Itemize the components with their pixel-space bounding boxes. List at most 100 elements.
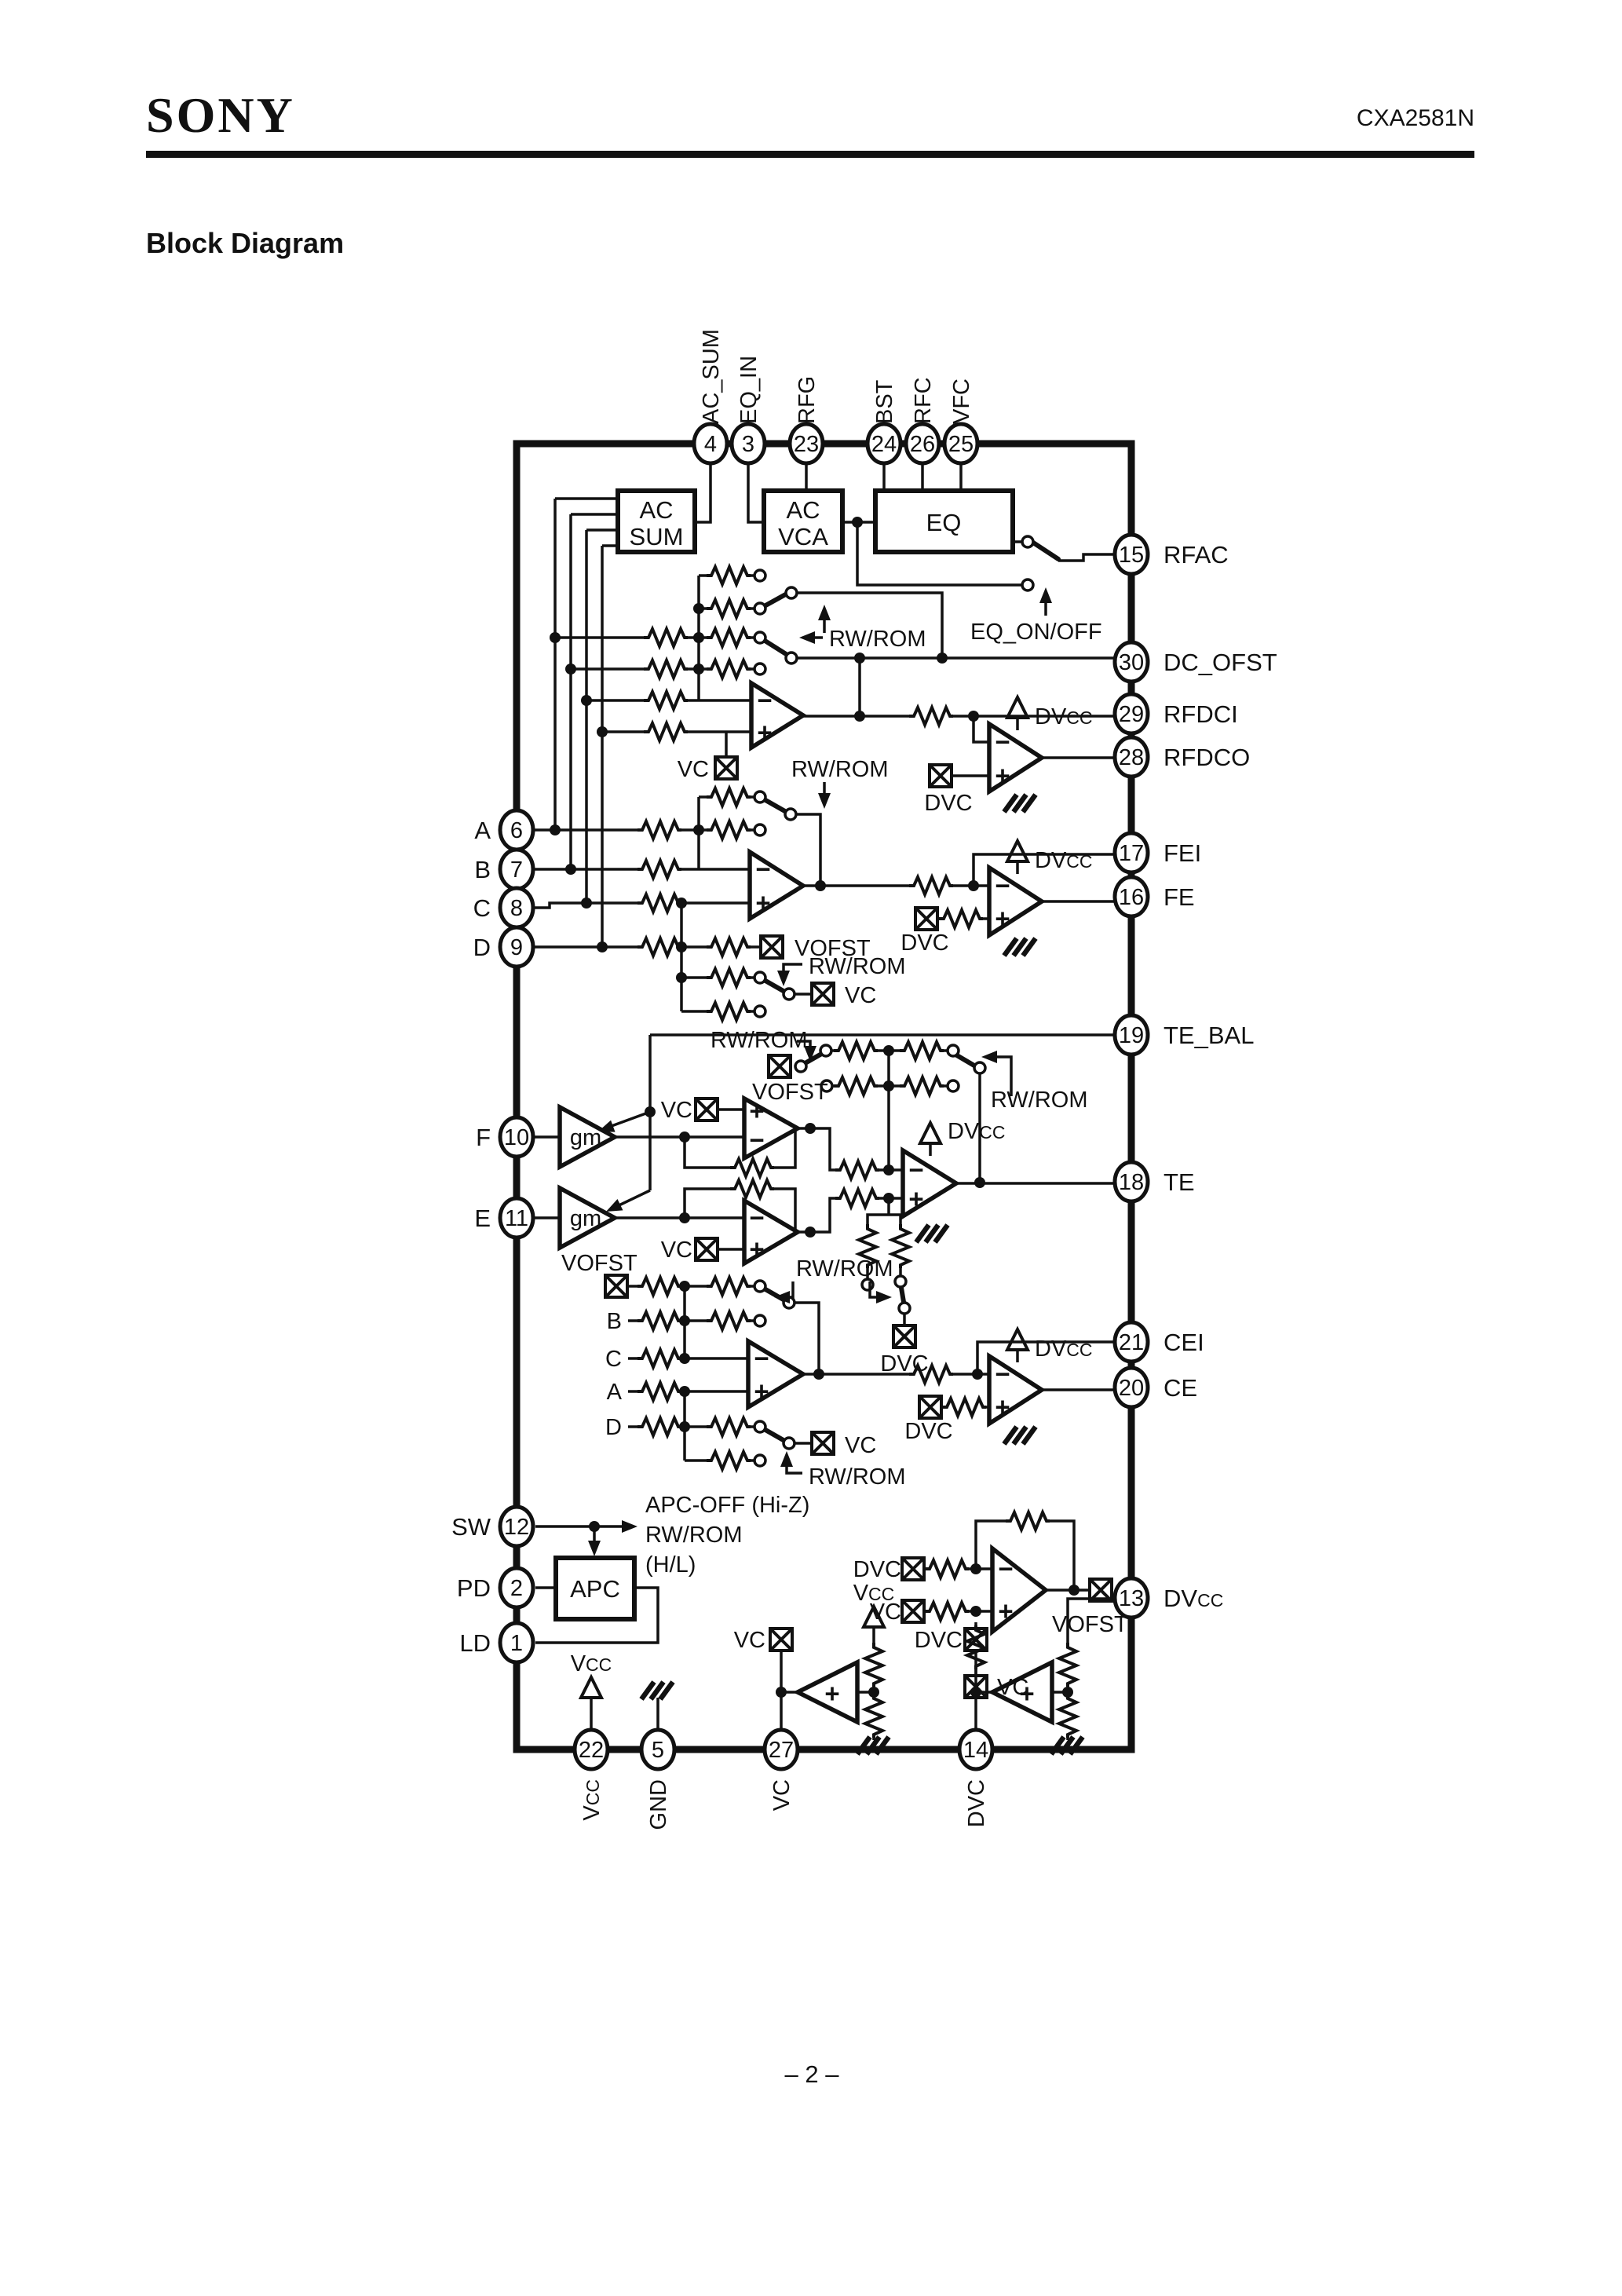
resistor xyxy=(705,1417,752,1437)
gm-label: gm xyxy=(570,1206,601,1231)
pin-number: 14 xyxy=(963,1738,988,1763)
pin-number: 9 xyxy=(510,935,523,960)
resistor xyxy=(705,1450,752,1471)
minus-input: − xyxy=(995,727,1010,756)
pin-number: 16 xyxy=(1119,885,1144,910)
ground-icon xyxy=(1004,1427,1036,1444)
dv-text: DV xyxy=(948,1119,980,1144)
pin-number: 6 xyxy=(510,818,523,843)
rw-rom-label: RW/ROM xyxy=(809,1464,906,1490)
pin-number: 2 xyxy=(510,1576,523,1601)
vc-label: VC xyxy=(734,1628,765,1653)
dv-text: DV xyxy=(1035,848,1067,873)
svg-text:DVCC: DVCC xyxy=(1035,1336,1093,1362)
op-amp-vofst-gen: − + xyxy=(990,1544,1050,1636)
minus-input: − xyxy=(749,1203,764,1232)
pin-label: BST xyxy=(872,379,897,424)
dvc-label: DVC xyxy=(924,791,972,816)
pin-label: TE_BAL xyxy=(1164,1022,1254,1049)
pin-1: 1LD xyxy=(459,1621,535,1665)
dv-text: DV xyxy=(1035,1336,1067,1362)
pin-number: 30 xyxy=(1119,650,1144,675)
vc-node-icon xyxy=(714,755,739,781)
pin-label: RFAC xyxy=(1164,541,1229,569)
op-amp-te-out: − + xyxy=(901,1146,961,1220)
resistor xyxy=(636,1348,683,1369)
vc-node-icon xyxy=(694,1237,719,1262)
ground-icon xyxy=(916,1225,948,1242)
cc-text: CC xyxy=(583,1779,603,1805)
pin-8: 8C xyxy=(473,886,535,930)
rw-rom-label: RW/ROM xyxy=(791,757,889,782)
block-ac-vca: AC VCA xyxy=(762,488,845,554)
resistor xyxy=(705,1001,752,1022)
amplifiers: − + − + − + − + gm gm + − − + − + − + − xyxy=(557,679,1054,1726)
pin-label: B xyxy=(474,856,491,883)
plus-input: + xyxy=(749,1234,764,1263)
resistor xyxy=(729,1157,776,1178)
pin-label: RFG xyxy=(795,376,820,424)
resistor xyxy=(636,1381,683,1402)
resistor xyxy=(908,876,955,896)
block-label: SUM xyxy=(630,523,684,550)
resistor xyxy=(642,722,689,742)
plus-input: + xyxy=(1019,1679,1034,1708)
svg-text:VCC: VCC xyxy=(571,1651,612,1676)
junctions xyxy=(550,517,1080,1698)
resistor xyxy=(636,937,683,957)
pin-number: 7 xyxy=(510,857,523,883)
v-text: V xyxy=(853,1581,869,1606)
op-amp-ce-sum: − + xyxy=(746,1337,808,1411)
vcc-label: VCC xyxy=(853,1581,895,1606)
pin-number: 29 xyxy=(1119,702,1144,727)
svg-text:DVCC: DVCC xyxy=(948,1119,1006,1144)
vcc-supply-icon xyxy=(579,1676,603,1699)
resistor xyxy=(834,1188,881,1208)
dv-text: DV xyxy=(1035,704,1067,729)
plus-input: + xyxy=(995,1392,1010,1421)
pin-label: F xyxy=(476,1124,491,1151)
svg-text:DVCC: DVCC xyxy=(1164,1585,1223,1612)
pin-9: 9D xyxy=(473,925,535,969)
resistor xyxy=(1058,1692,1078,1739)
block-label: APC xyxy=(570,1575,620,1603)
vc-node-icon xyxy=(901,1599,926,1624)
vofst-node-icon xyxy=(759,934,784,960)
rw-rom-label: RW/ROM xyxy=(809,954,906,979)
pin-24: 24 BST xyxy=(865,379,903,466)
vofst-node-icon xyxy=(604,1274,629,1299)
resistor xyxy=(890,1223,911,1270)
resistor xyxy=(1004,1511,1051,1531)
minus-input: − xyxy=(755,854,770,883)
pin-number: 22 xyxy=(579,1738,604,1763)
pin-7: 7B xyxy=(474,847,535,891)
resistor xyxy=(636,820,683,840)
cc-text: CC xyxy=(1066,1340,1092,1360)
pin-number: 20 xyxy=(1119,1376,1144,1401)
op-amp-dvc-buffer: + xyxy=(987,1658,1054,1726)
minus-input: − xyxy=(908,1155,923,1184)
ground-icon xyxy=(1004,938,1036,956)
plus-input: + xyxy=(908,1184,923,1213)
row-a-label: A xyxy=(607,1380,623,1405)
cc-text: CC xyxy=(1066,707,1092,728)
plus-input: + xyxy=(757,718,772,747)
minus-input: − xyxy=(754,1344,769,1373)
resistor xyxy=(937,909,985,929)
pin-label: LD xyxy=(459,1629,491,1657)
resistor xyxy=(705,1311,752,1331)
pin-number: 24 xyxy=(871,432,897,457)
resistor xyxy=(642,627,689,648)
row-c-label: C xyxy=(605,1347,622,1372)
pin-6: 6A xyxy=(474,808,535,852)
